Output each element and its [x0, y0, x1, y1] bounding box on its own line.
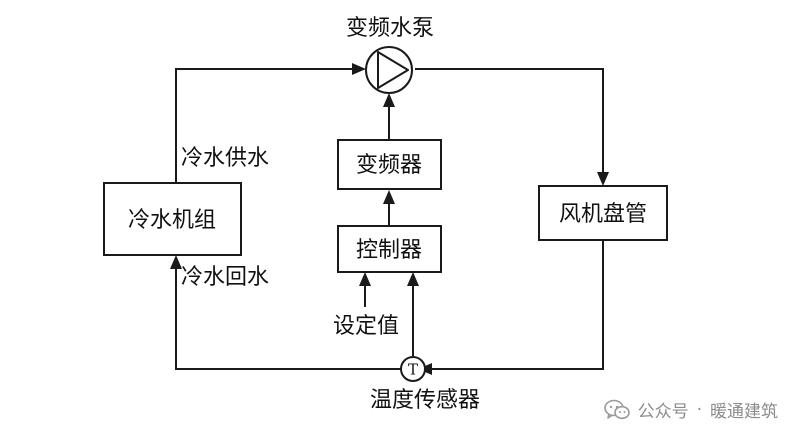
wechat-icon	[603, 399, 630, 419]
return-line	[175, 265, 401, 370]
pump-triangle	[377, 51, 409, 89]
supply-label: 冷水供水	[181, 146, 269, 171]
temperature-sensor-symbol: T	[400, 356, 426, 382]
controller-box	[337, 225, 442, 273]
supply-line	[175, 68, 356, 183]
controller-to-vfd-arrow	[383, 190, 395, 204]
pump-to-fancoil-line	[415, 68, 604, 176]
fancoil-return-line	[425, 240, 604, 370]
return-label: 冷水回水	[181, 265, 269, 290]
watermark-prefix: 公众号	[637, 402, 689, 422]
vfd-label: 变频器	[356, 153, 422, 178]
pump-symbol	[365, 46, 413, 94]
vfd-to-pump-arrow	[383, 93, 395, 107]
sensor-symbol-text: T	[408, 361, 418, 379]
sensor-circle	[400, 356, 426, 382]
setpoint-to-controller-arrow	[359, 272, 371, 286]
watermark-account: 暖通建筑	[710, 402, 778, 422]
chiller-label: 冷水机组	[128, 208, 216, 233]
sensor-label: 温度传感器	[370, 388, 480, 413]
fan-coil-label: 风机盘管	[559, 202, 647, 227]
vfd-box	[337, 139, 442, 190]
return-arrow	[170, 255, 182, 269]
supply-arrow	[352, 63, 366, 75]
chiller-box	[103, 182, 242, 256]
setpoint-label: 设定值	[333, 314, 399, 339]
fancoil-inlet-arrow	[597, 172, 609, 186]
watermark: 公众号 · 暖通建筑	[603, 397, 778, 422]
pump-label: 变频水泵	[346, 16, 434, 41]
controller-label: 控制器	[356, 238, 422, 263]
sensor-to-controller-arrow	[407, 272, 419, 286]
fan-coil-box	[538, 185, 668, 241]
watermark-separator: ·	[696, 399, 702, 420]
